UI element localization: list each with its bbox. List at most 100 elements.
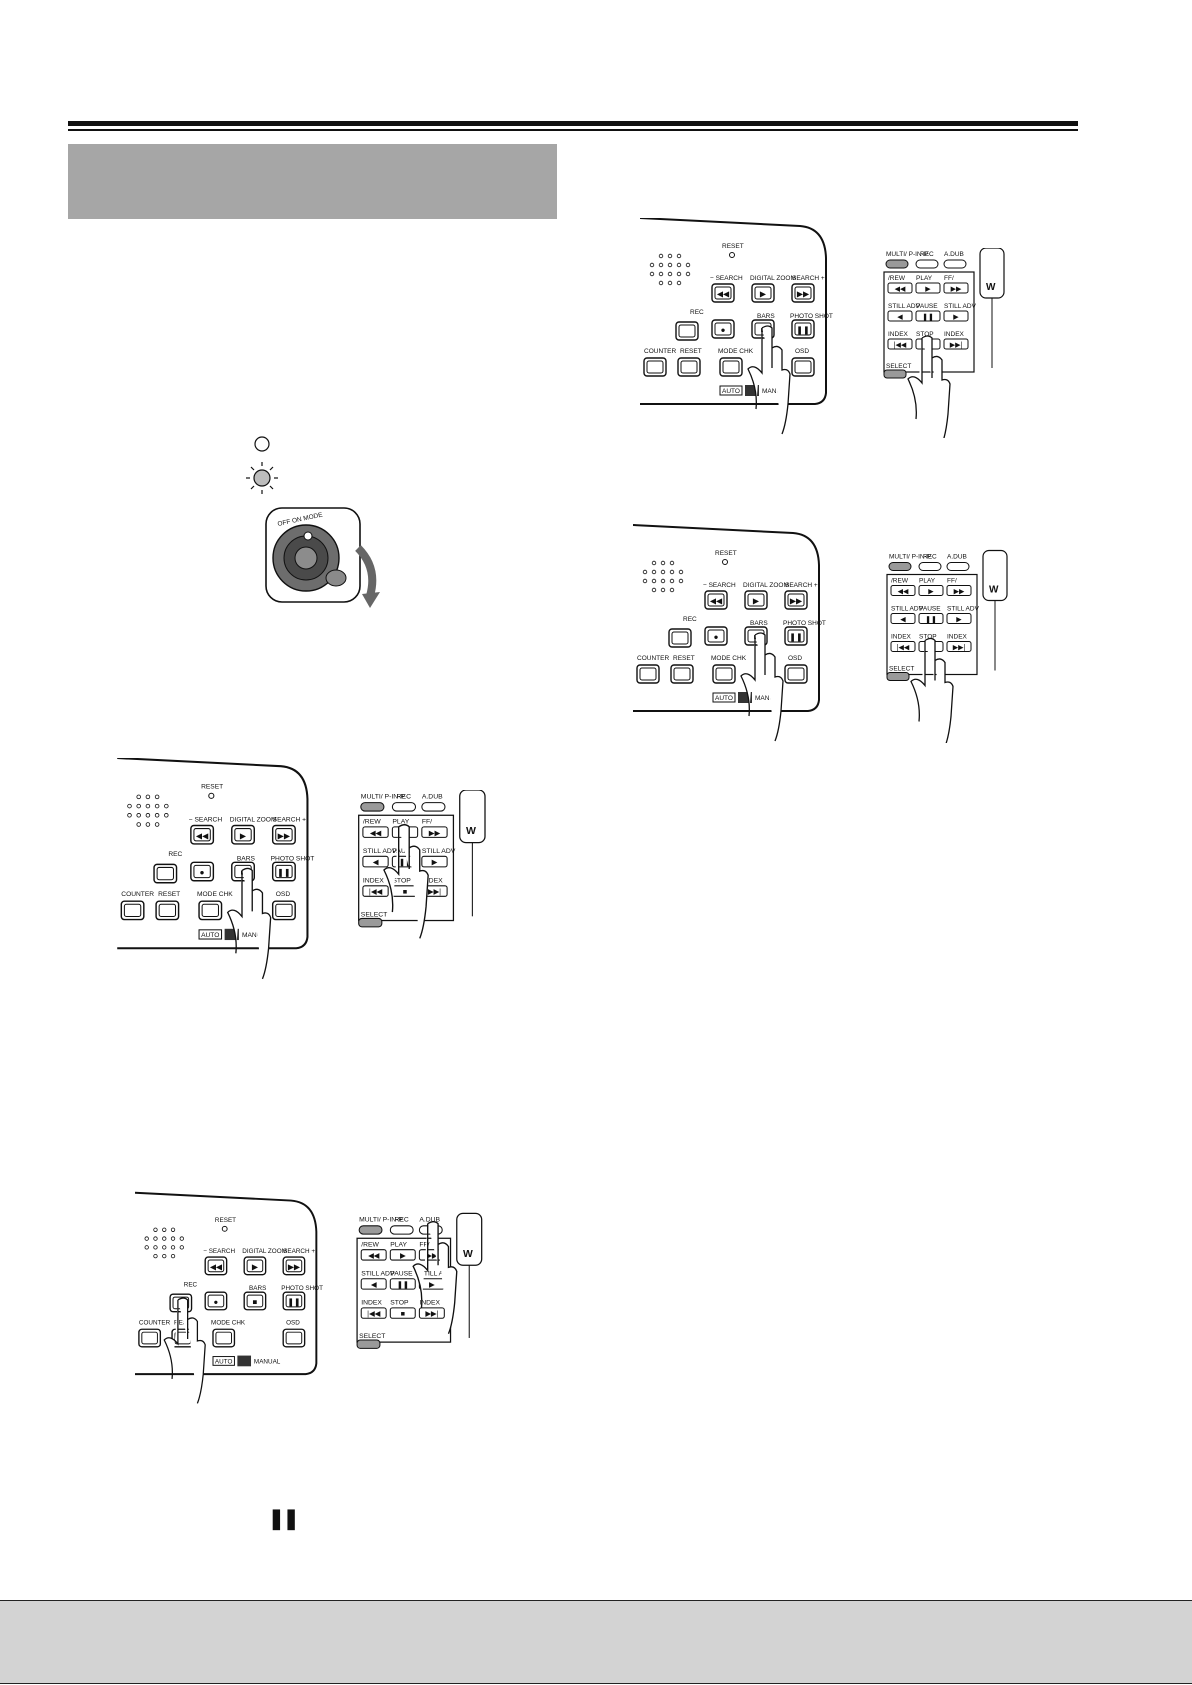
counter-button (120, 900, 145, 921)
svg-text:STOP: STOP (392, 878, 411, 885)
svg-text:INDEX: INDEX (944, 331, 965, 338)
counter-button (643, 357, 667, 377)
svg-text:RESET: RESET (673, 655, 695, 662)
power-switch-illustration: OFF ON MODE (246, 436, 380, 608)
svg-text:▶▶: ▶▶ (954, 589, 965, 596)
pointing-hand-icon (412, 1220, 458, 1335)
svg-text:PHOTO SHOT: PHOTO SHOT (271, 855, 315, 862)
rec-lock-button (668, 628, 692, 648)
svg-text:W: W (463, 1249, 473, 1260)
svg-text:▶▶|: ▶▶| (428, 887, 441, 896)
svg-text:INDEX: INDEX (361, 1300, 382, 1307)
svg-text:▶: ▶ (925, 286, 931, 293)
svg-text:REC: REC (394, 1217, 408, 1224)
svg-text:OSD: OSD (276, 891, 291, 898)
svg-text:◀: ◀ (371, 1280, 377, 1289)
photo-shot-button: ❚❚ (791, 319, 815, 339)
svg-text:DIGITAL ZOOM: DIGITAL ZOOM (743, 582, 789, 589)
osd-button (784, 664, 808, 684)
section-heading-band (68, 144, 557, 219)
pointing-hand-icon (226, 867, 272, 980)
svg-text:▶▶: ▶▶ (790, 597, 803, 606)
svg-text:MULTI/ P-IN-P: MULTI/ P-IN-P (889, 554, 931, 561)
svg-text:◀◀: ◀◀ (370, 828, 382, 837)
svg-text:▶: ▶ (400, 1251, 406, 1260)
reset-label: RESET (215, 1217, 236, 1224)
svg-text:BARS: BARS (757, 313, 775, 320)
svg-text:OSD: OSD (286, 1319, 300, 1326)
svg-text:A.DUB: A.DUB (944, 251, 964, 258)
svg-text:●: ● (721, 326, 726, 335)
svg-text:MODE CHK: MODE CHK (711, 655, 747, 662)
search-rewind-button: ◀◀ (704, 590, 728, 610)
footer-band (0, 1600, 1192, 1684)
svg-text:/REW: /REW (888, 275, 906, 282)
svg-text:▶: ▶ (953, 314, 959, 321)
svg-text:COUNTER: COUNTER (637, 655, 669, 662)
svg-text:■: ■ (253, 1297, 258, 1306)
svg-text:❚❚: ❚❚ (399, 858, 411, 867)
counter-reset-button (155, 900, 180, 921)
svg-text:●: ● (200, 868, 205, 877)
reset-label: RESET (715, 550, 737, 557)
pointing-hand-icon (910, 637, 954, 743)
osd-button (271, 900, 296, 921)
svg-text:− SEARCH: − SEARCH (710, 275, 743, 282)
svg-text:W: W (989, 585, 999, 596)
svg-text:SEARCH +: SEARCH + (792, 275, 825, 282)
svg-text:PAUSE: PAUSE (390, 1271, 413, 1278)
svg-text:MANUAL: MANUAL (762, 388, 789, 395)
svg-text:AUTO: AUTO (722, 388, 740, 395)
svg-text:▶▶|: ▶▶| (953, 645, 966, 652)
digital-zoom-play-button: ▶ (243, 1256, 267, 1276)
svg-text:▶: ▶ (240, 831, 247, 840)
digital-zoom-play-button: ▶ (744, 590, 768, 610)
rec-button: ● (204, 1291, 228, 1311)
svg-text:|◀◀: |◀◀ (897, 645, 910, 652)
svg-text:STOP: STOP (919, 634, 937, 641)
svg-text:A.DUB: A.DUB (419, 1217, 440, 1224)
svg-text:A.DUB: A.DUB (947, 554, 967, 561)
svg-text:PLAY: PLAY (390, 1242, 407, 1249)
svg-text:PHOTO SHOT: PHOTO SHOT (790, 313, 833, 320)
speaker-grille-icon (642, 560, 684, 593)
svg-text:◀◀: ◀◀ (895, 286, 906, 293)
svg-text:REC: REC (920, 251, 934, 258)
svg-text:▶: ▶ (252, 1262, 259, 1271)
search-forward-button: ▶▶ (271, 824, 296, 845)
svg-text:|◀◀: |◀◀ (367, 1309, 380, 1318)
svg-text:▶: ▶ (928, 589, 934, 596)
svg-text:▶▶: ▶▶ (278, 831, 291, 840)
speaker-grille-icon (127, 794, 169, 827)
svg-text:MANUAL: MANUAL (254, 1358, 281, 1365)
svg-text:❚❚: ❚❚ (397, 1280, 409, 1289)
svg-text:REC: REC (683, 616, 697, 623)
svg-text:BARS: BARS (750, 620, 768, 627)
osd-button (282, 1328, 306, 1348)
svg-text:●: ● (714, 633, 719, 642)
svg-text:BARS: BARS (237, 855, 256, 862)
svg-text:STILL ADV: STILL ADV (361, 1271, 395, 1278)
svg-text:❚❚: ❚❚ (287, 1297, 300, 1306)
svg-text:PAUSE: PAUSE (916, 303, 938, 310)
svg-text:SEARCH +: SEARCH + (273, 816, 306, 823)
svg-text:INDEX: INDEX (422, 878, 443, 885)
svg-text:STOP: STOP (390, 1300, 409, 1307)
photo-shot-button: ❚❚ (282, 1291, 306, 1311)
svg-text:❚❚: ❚❚ (922, 313, 934, 321)
svg-text:◀◀: ◀◀ (898, 589, 909, 596)
header-rule-thick (68, 121, 1078, 126)
svg-text:MODE CHK: MODE CHK (211, 1319, 246, 1326)
pointing-hand-icon (740, 632, 784, 742)
svg-text:PAUSE: PAUSE (919, 606, 941, 613)
svg-text:OSD: OSD (788, 655, 802, 662)
svg-text:▶▶: ▶▶ (797, 290, 810, 299)
mode-check-button (198, 900, 223, 921)
svg-text:REC: REC (184, 1281, 198, 1288)
svg-text:W: W (466, 825, 476, 837)
svg-text:COUNTER: COUNTER (644, 348, 676, 355)
svg-text:REC: REC (168, 851, 182, 858)
